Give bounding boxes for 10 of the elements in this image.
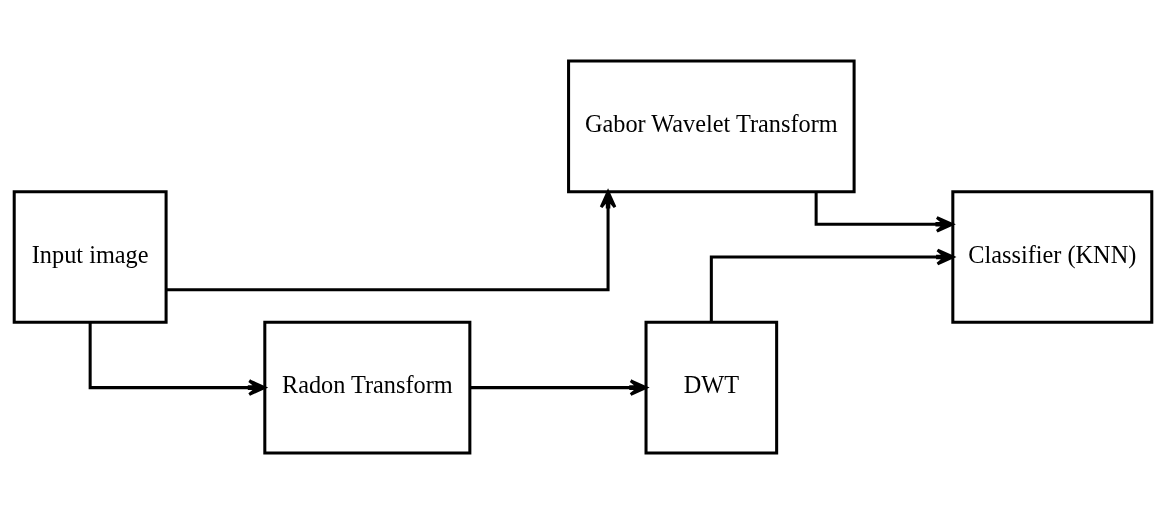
- node-box: Classifier (KNN): [951, 190, 1154, 324]
- arrow: [814, 191, 954, 233]
- arrow: [166, 190, 617, 292]
- arrow: [88, 322, 267, 396]
- arrow: [470, 379, 648, 396]
- node-box: Input image: [12, 190, 168, 324]
- arrow: [709, 248, 955, 322]
- node-box: Gabor Wavelet Transform: [567, 59, 856, 194]
- node-box: DWT: [644, 320, 779, 455]
- node-box: Radon Transform: [263, 320, 472, 455]
